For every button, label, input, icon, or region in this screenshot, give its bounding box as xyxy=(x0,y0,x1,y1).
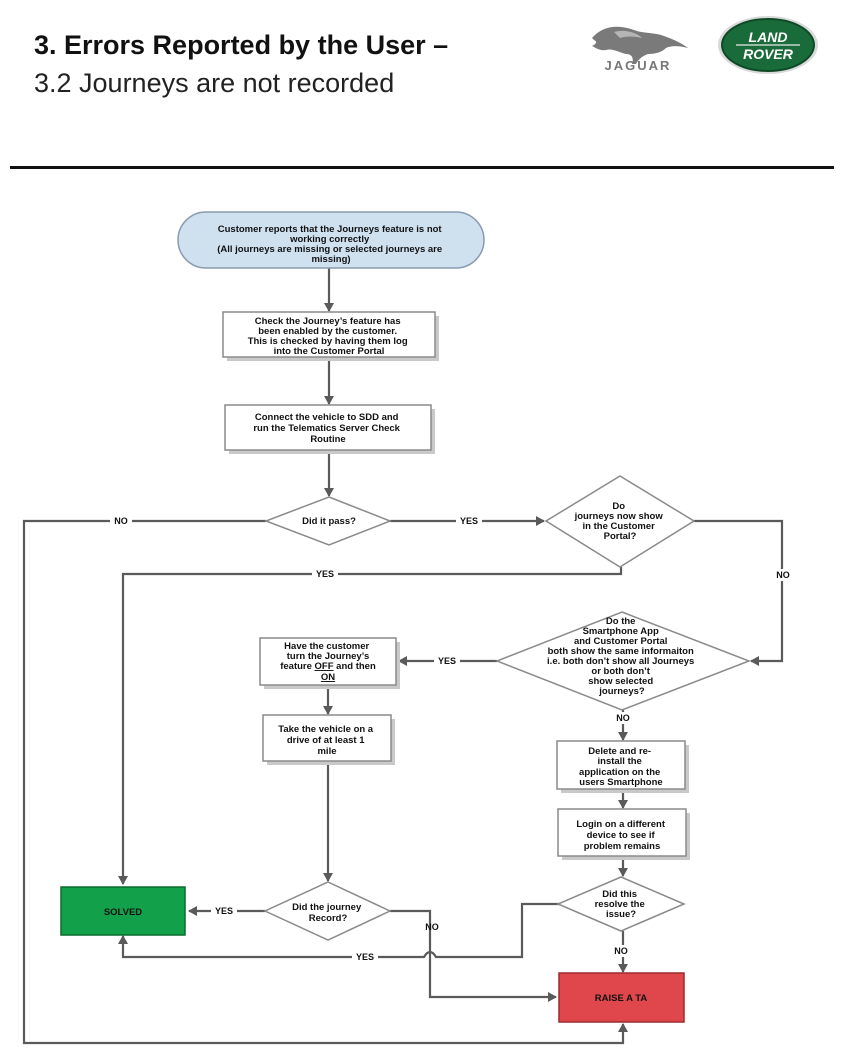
svg-text:feature OFF and then: feature OFF and then xyxy=(280,661,376,672)
svg-text:Do journeys now show: Do journeys now show in the Customer Por… xyxy=(574,501,666,542)
svg-text:Take the vehicle on a dr: Take the vehicle on a drive of at least … xyxy=(278,724,376,757)
jaguar-leaper-icon xyxy=(592,26,688,65)
label-pass-no: NO xyxy=(114,516,128,526)
label-record-no: NO xyxy=(425,922,439,932)
both-same-decision: Do the Smartphone App and Customer Porta… xyxy=(494,611,752,711)
page-title: 3. Errors Reported by the User – xyxy=(34,30,449,60)
label-resolve-no: NO xyxy=(614,946,628,956)
svg-text:Did this resolve the: Did this resolve the issue? xyxy=(595,889,648,920)
svg-text:Check the Journey’s feature ha: Check the Journey’s feature has been ena… xyxy=(248,316,411,357)
did-it-pass-decision: Did it pass? xyxy=(263,496,393,546)
raise-ta-node: RAISE A TA xyxy=(558,972,685,1023)
journeys-show-decision: Do journeys now show in the Customer Por… xyxy=(544,475,696,568)
page-subtitle: 3.2 Journeys are not recorded xyxy=(34,68,395,98)
label-same-no: NO xyxy=(616,713,630,723)
svg-text:Do the Smartphone App: Do the Smartphone App and Customer Porta… xyxy=(547,616,697,697)
connect-sdd-node: Connect the vehicle to SDD and run the T… xyxy=(224,404,435,454)
land-rover-logo: LAND ROVER xyxy=(718,16,818,74)
label-journeys-no: NO xyxy=(776,570,790,580)
jaguar-wordmark: JAGUAR xyxy=(605,58,672,73)
svg-text:SOLVED: SOLVED xyxy=(104,907,142,918)
label-resolve-yes: YES xyxy=(356,952,374,962)
start-node: Customer reports that the Journeys featu… xyxy=(177,211,485,269)
resolve-issue-decision: Did this resolve the issue? xyxy=(556,876,686,932)
land-rover-wordmark-land: LAND xyxy=(749,29,788,45)
header-divider xyxy=(10,166,834,169)
jaguar-logo: JAGUAR xyxy=(592,26,688,73)
label-pass-yes: YES xyxy=(460,516,478,526)
label-same-yes: YES xyxy=(438,656,456,666)
journey-record-decision: Did the journey Record? xyxy=(263,881,392,941)
svg-text:Customer reports that the Jour: Customer reports that the Journeys featu… xyxy=(217,224,445,265)
edge-labels: NO YES YES NO YES NO YES NO YES NO xyxy=(110,515,795,963)
svg-text:Connect the vehicle to SDD and: Connect the vehicle to SDD and run the T… xyxy=(253,412,402,445)
svg-text:ON: ON xyxy=(321,672,335,683)
login-device-node: Login on a different device to see if pr… xyxy=(557,808,690,860)
svg-text:Did it pass?: Did it pass? xyxy=(302,516,356,527)
label-record-yes: YES xyxy=(215,906,233,916)
svg-text:Did the journey Record?: Did the journey Record? xyxy=(292,902,364,924)
check-enabled-node: Check the Journey’s feature has been ena… xyxy=(222,311,439,361)
land-rover-wordmark-rover: ROVER xyxy=(743,46,794,62)
reinstall-node: Delete and re- install the application o… xyxy=(556,740,689,793)
svg-text:Have the customer turn t: Have the customer turn the Journey’s xyxy=(284,641,372,662)
drive-node: Take the vehicle on a drive of at least … xyxy=(262,714,395,765)
svg-text:Login on a different dev: Login on a different device to see if pr… xyxy=(576,819,667,852)
svg-text:Delete and re- install t: Delete and re- install the application o… xyxy=(579,746,663,788)
solved-node: SOLVED xyxy=(60,886,186,936)
svg-text:RAISE A TA: RAISE A TA xyxy=(595,993,648,1004)
toggle-feature-node: Have the customer turn the Journey’s fea… xyxy=(259,637,400,689)
label-journeys-yes: YES xyxy=(316,569,334,579)
